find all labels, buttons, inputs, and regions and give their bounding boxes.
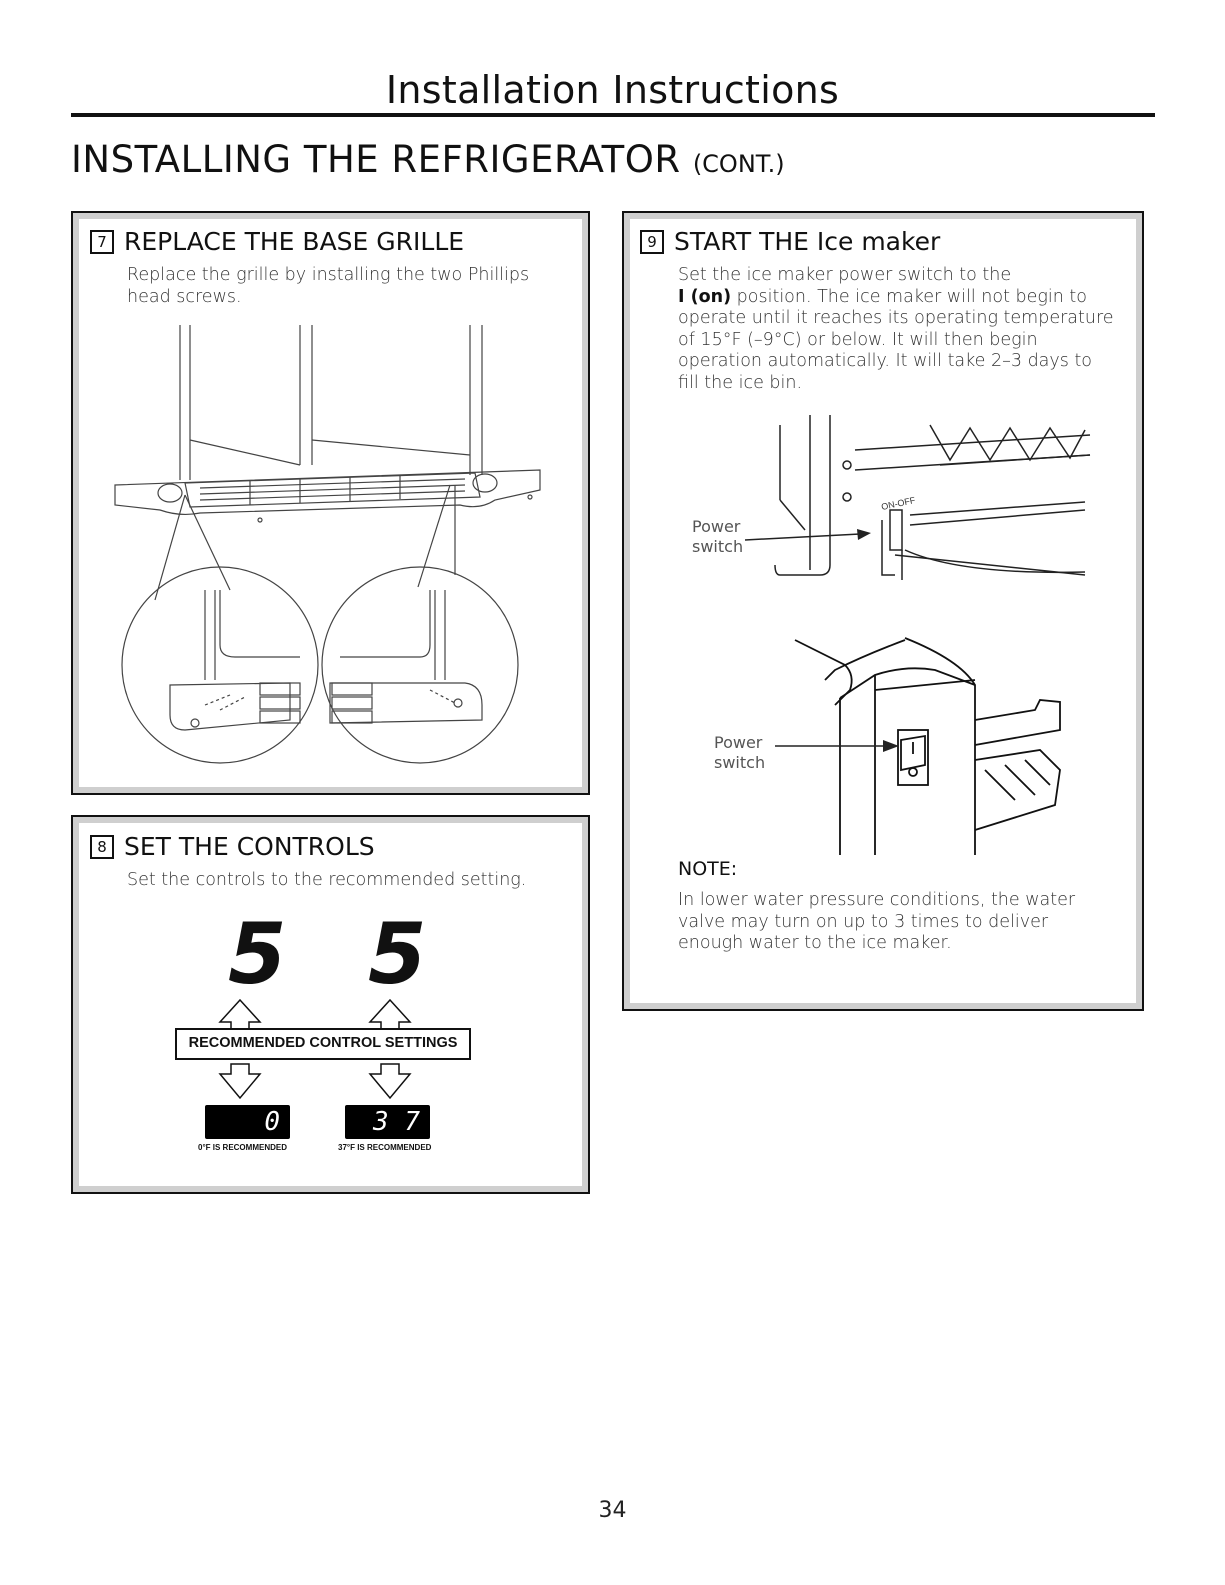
- header-rule: [71, 113, 1155, 117]
- step7-title: REPLACE THE BASE GRILLE: [124, 227, 465, 256]
- step8-number: 8: [90, 835, 114, 859]
- recommended-settings-box: RECOMMENDED CONTROL SETTINGS: [175, 1028, 471, 1060]
- step9-panel: [622, 211, 1144, 1011]
- step7-number: 7: [90, 230, 114, 254]
- fresh-setting-digit: 5: [368, 905, 427, 1003]
- step8-title: SET THE CONTROLS: [124, 832, 375, 861]
- step8-panel: [71, 815, 590, 1194]
- ice-maker-illustration: ON-OFF: [774, 415, 1091, 580]
- step9-heading: 9 START THE Ice maker: [640, 227, 940, 256]
- step7-body: Replace the grille by installing the two…: [127, 265, 530, 307]
- fresh-food-caption: 37°F IS RECOMMENDED: [338, 1143, 432, 1152]
- fresh-food-display: 3 7: [345, 1105, 430, 1139]
- header-title: Installation Instructions: [385, 68, 840, 112]
- step9-body-line1: Set the ice maker power switch to the: [678, 265, 1012, 285]
- step7-heading: 7 REPLACE THE BASE GRILLE: [90, 227, 464, 256]
- callout-1-line1: Power: [692, 517, 741, 536]
- step9-body-rest: position. The ice maker will not begin t…: [678, 286, 1114, 393]
- callout-2-line2: switch: [714, 753, 766, 772]
- callout-2-label: Power switch: [714, 733, 765, 773]
- step9-body: Set the ice maker power switch to the I …: [678, 265, 1118, 394]
- callout-1-line2: switch: [692, 537, 744, 556]
- base-grille-illustration: [114, 325, 541, 764]
- freezer-setting-digit: 5: [228, 905, 287, 1003]
- step9-body-bold: I (on): [678, 286, 732, 307]
- section-title: INSTALLING THE REFRIGERATOR (CONT.): [71, 138, 785, 181]
- freezer-display: 0: [205, 1105, 290, 1139]
- power-switch-closeup: [794, 637, 1061, 855]
- freezer-caption: 0°F IS RECOMMENDED: [198, 1143, 287, 1152]
- callout-1-label: Power switch: [692, 517, 743, 557]
- step8-body: Set the controls to the recommended sett…: [127, 870, 527, 890]
- note-body: In lower water pressure conditions, the …: [678, 890, 1076, 953]
- note-title: NOTE:: [678, 858, 738, 880]
- section-title-suffix: (CONT.): [692, 150, 785, 178]
- callout-2-line1: Power: [714, 733, 763, 752]
- step9-title: START THE Ice maker: [674, 227, 941, 256]
- section-title-text: INSTALLING THE REFRIGERATOR: [71, 138, 681, 181]
- step9-number: 9: [640, 230, 664, 254]
- page-number: 34: [598, 1498, 627, 1523]
- callout-arrow-1: [744, 529, 871, 541]
- callout-arrow-2: [775, 740, 899, 752]
- step8-heading: 8 SET THE CONTROLS: [90, 832, 375, 861]
